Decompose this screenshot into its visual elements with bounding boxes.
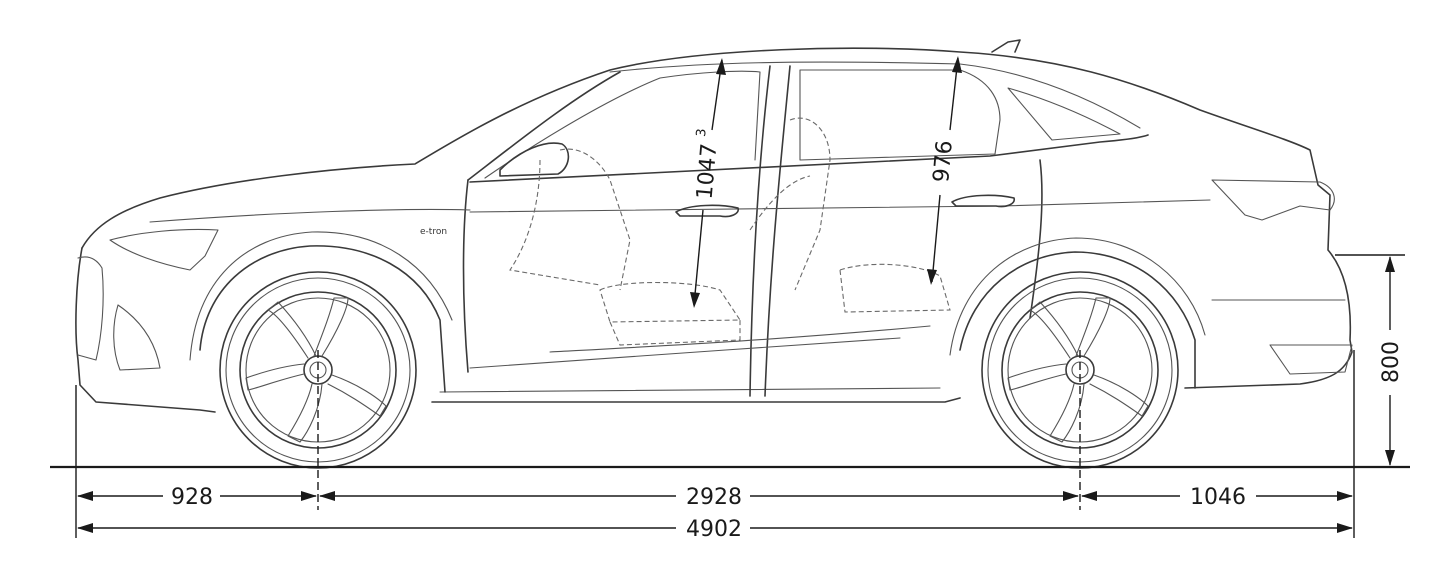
rear-headroom-label: 976 — [929, 139, 958, 183]
dimension-front-headroom: 1047 3 — [690, 58, 726, 308]
dimension-front-overhang: 928 — [77, 485, 317, 510]
car-body — [75, 39, 1353, 413]
rear-overhang-label: 1046 — [1190, 485, 1246, 510]
dimension-rear-overhang: 1046 — [1081, 485, 1353, 510]
dimension-rear-height: 800 — [1379, 256, 1404, 466]
dimension-wheelbase: 2928 — [319, 485, 1079, 510]
wheelbase-label: 2928 — [686, 485, 742, 510]
rear-height-label: 800 — [1379, 341, 1404, 383]
front-headroom-footnote: 3 — [694, 128, 710, 138]
dimension-rear-headroom: 976 — [927, 56, 962, 285]
e-tron-badge: e-tron — [420, 227, 447, 237]
front-headroom-label: 1047 — [693, 142, 723, 200]
extension-lines — [75, 254, 1405, 538]
dimension-overall-length: 4902 — [77, 517, 1353, 542]
interior-seats — [509, 117, 951, 346]
badge-text: e-tron — [420, 227, 447, 237]
front-overhang-label: 928 — [171, 485, 213, 510]
overall-length-label: 4902 — [686, 517, 742, 542]
